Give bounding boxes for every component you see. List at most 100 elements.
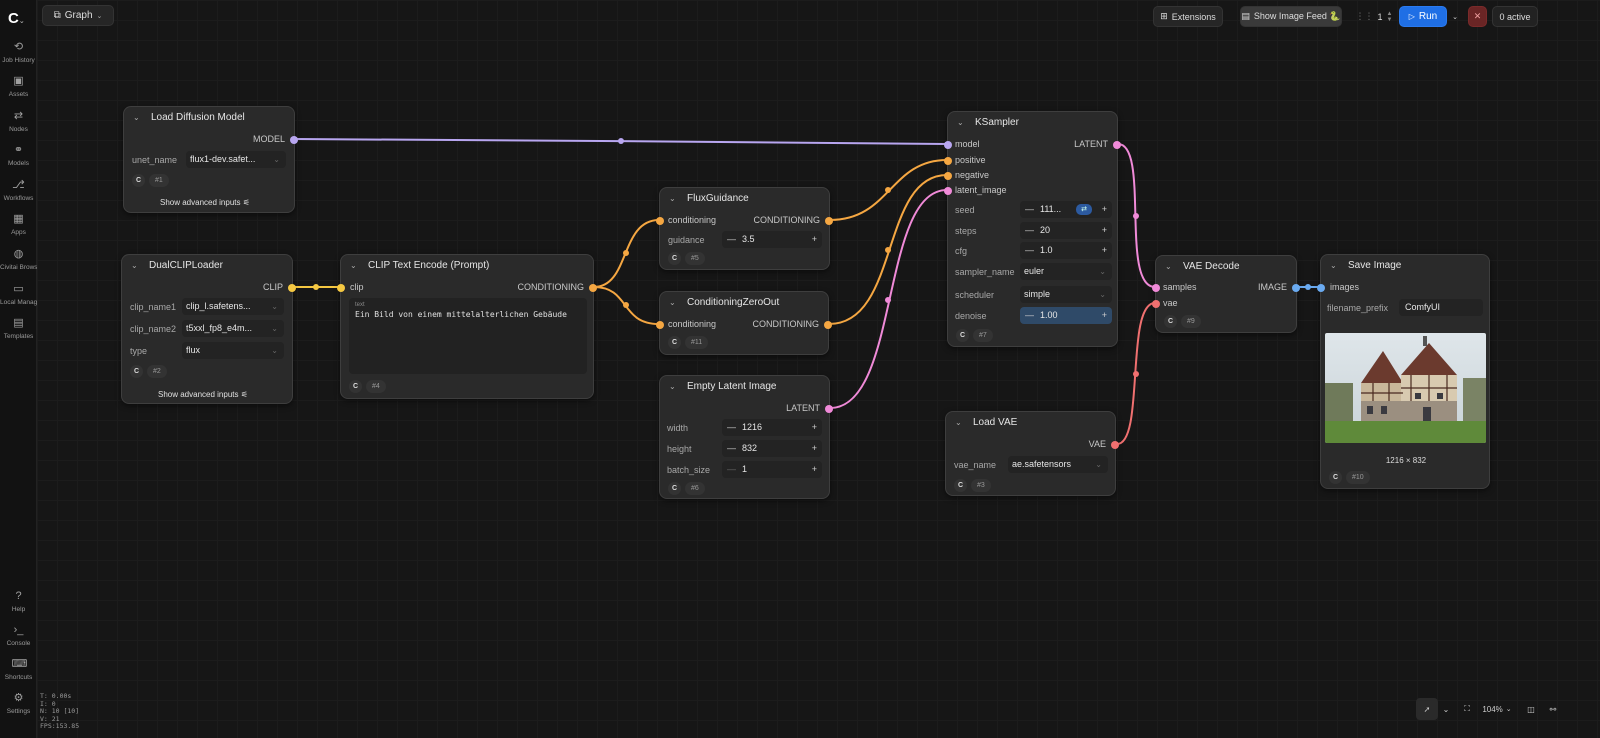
prompt-textarea[interactable]: text Ein Bild von einem mittelalterliche… [349, 298, 587, 374]
node-title[interactable]: ⌄KSampler [948, 112, 1117, 134]
chevron-down-icon[interactable]: ⌄ [350, 261, 357, 270]
minus-icon[interactable]: — [727, 443, 736, 453]
width-number-input[interactable]: —1216+ [722, 419, 822, 436]
sidebar-item-console[interactable]: ›_Console [0, 623, 37, 647]
seed-number-input[interactable]: —111...⇄+ [1020, 201, 1112, 218]
fit-view-button[interactable]: ⛶ [1458, 698, 1476, 720]
node-title[interactable]: ⌄DualCLIPLoader [122, 255, 292, 277]
sidebar-item-job-history[interactable]: ⟲Job History [0, 40, 37, 64]
plus-icon[interactable]: + [1101, 245, 1107, 255]
minus-icon[interactable]: — [1025, 225, 1034, 235]
node-load-vae[interactable]: ⌄Load VAE VAE vae_name ae.safetensors⌄ C… [945, 411, 1119, 496]
node-dualcliploader[interactable]: ⌄DualCLIPLoader CLIP clip_name1 clip_l.s… [121, 254, 296, 404]
node-title[interactable]: ⌄VAE Decode [1156, 256, 1296, 278]
input-positive-socket[interactable] [944, 157, 952, 165]
link-visibility-button[interactable]: ⚯ [1544, 698, 1562, 720]
comfy-logo-icon[interactable]: C⌄ [8, 10, 25, 27]
active-queue-button[interactable]: 0 active [1492, 6, 1538, 27]
clip-name2-select[interactable]: t5xxl_fp8_e4m...⌄ [182, 320, 284, 337]
node-empty-latent-image[interactable]: ⌄Empty Latent Image LATENT width —1216+ … [659, 375, 833, 499]
unet-name-select[interactable]: flux1-dev.safet...⌄ [186, 151, 286, 168]
plus-icon[interactable]: + [1101, 204, 1107, 214]
chevron-down-icon[interactable]: ⌄ [669, 298, 676, 307]
output-conditioning-socket[interactable] [824, 321, 832, 329]
clip-name1-select[interactable]: clip_l.safetens...⌄ [182, 298, 284, 315]
plus-icon[interactable]: + [811, 422, 817, 432]
vae-name-select[interactable]: ae.safetensors⌄ [1008, 456, 1108, 473]
chevron-down-icon[interactable]: ⌄ [133, 113, 140, 122]
input-negative-socket[interactable] [944, 172, 952, 180]
extensions-button[interactable]: ⊞ Extensions [1153, 6, 1223, 27]
node-load-diffusion-model[interactable]: ⌄Load Diffusion Model MODEL unet_name fl… [123, 106, 298, 213]
sidebar-item-shortcuts[interactable]: ⌨Shortcuts [0, 657, 37, 681]
steps-number-input[interactable]: —20+ [1020, 222, 1112, 239]
type-select[interactable]: flux⌄ [182, 342, 284, 359]
chevron-down-icon[interactable]: ⌄ [669, 382, 676, 391]
denoise-slider[interactable]: —1.00+ [1020, 307, 1112, 324]
output-image-socket[interactable] [1292, 284, 1300, 292]
node-save-image[interactable]: ⌄Save Image images filename_prefix Comfy… [1317, 254, 1490, 489]
run-button[interactable]: ▷ Run [1399, 6, 1447, 27]
sidebar-item-templates[interactable]: ▤Templates [0, 316, 37, 340]
chevron-down-icon[interactable]: ⌄ [957, 118, 964, 127]
node-title[interactable]: ⌄Load Diffusion Model [124, 107, 294, 129]
chevron-down-icon[interactable]: ⌄ [131, 261, 138, 270]
sidebar-item-civitai-browser[interactable]: ◍Civitai Browser [0, 247, 37, 271]
sidebar-item-assets[interactable]: ▣Assets [0, 74, 37, 98]
chevron-down-icon[interactable]: ⌄ [1165, 262, 1172, 271]
select-mode-button[interactable]: ➚ [1416, 698, 1438, 720]
output-latent-socket[interactable] [825, 405, 833, 413]
sampler-name-select[interactable]: euler⌄ [1020, 263, 1112, 280]
input-model-socket[interactable] [944, 141, 952, 149]
scheduler-select[interactable]: simple⌄ [1020, 286, 1112, 303]
chevron-down-icon[interactable]: ⌄ [669, 194, 676, 203]
show-advanced-inputs-button[interactable]: Show advanced inputs ⚟ [158, 390, 248, 399]
minus-icon[interactable]: — [1025, 245, 1034, 255]
node-title[interactable]: ⌄ConditioningZeroOut [660, 292, 828, 314]
node-vae-decode[interactable]: ⌄VAE Decode samples IMAGE vae C #9 [1152, 255, 1300, 333]
sidebar-item-settings[interactable]: ⚙Settings [0, 691, 37, 715]
plus-icon[interactable]: + [811, 234, 817, 244]
sidebar-item-help[interactable]: ?Help [0, 589, 37, 613]
chevron-down-icon[interactable]: ⌄ [1330, 261, 1337, 270]
show-image-feed-button[interactable]: ▤ Show Image Feed 🐍 [1240, 6, 1342, 27]
run-options-chevron[interactable]: ⌄ [1448, 6, 1462, 27]
node-title[interactable]: ⌄Empty Latent Image [660, 376, 829, 398]
filename-prefix-input[interactable]: ComfyUI [1399, 299, 1483, 316]
node-ksampler[interactable]: ⌄KSampler model LATENT positive negative… [944, 111, 1121, 347]
node-title[interactable]: ⌄FluxGuidance [660, 188, 829, 210]
minus-icon[interactable]: — [727, 422, 736, 432]
batch-size-number-input[interactable]: —1+ [722, 461, 822, 478]
output-conditioning-socket[interactable] [825, 217, 833, 225]
show-advanced-inputs-button[interactable]: Show advanced inputs ⚟ [160, 198, 250, 207]
minimap-toggle-button[interactable]: ◫ [1522, 698, 1540, 720]
output-vae-socket[interactable] [1111, 441, 1119, 449]
node-title[interactable]: ⌄CLIP Text Encode (Prompt) [341, 255, 593, 277]
plus-icon[interactable]: + [1101, 310, 1107, 320]
minus-icon[interactable]: — [1025, 310, 1034, 320]
stepper-arrows-icon[interactable]: ▲▼ [1386, 10, 1393, 23]
plus-icon[interactable]: + [811, 443, 817, 453]
input-latent-image-socket[interactable] [944, 187, 952, 195]
node-title[interactable]: ⌄Load VAE [946, 412, 1115, 434]
input-images-socket[interactable] [1317, 284, 1325, 292]
input-vae-socket[interactable] [1152, 300, 1160, 308]
node-clip-text-encode[interactable]: ⌄CLIP Text Encode (Prompt) clip CONDITIO… [337, 254, 597, 399]
sidebar-item-local-manager[interactable]: ▭Local Manager [0, 282, 37, 306]
input-samples-socket[interactable] [1152, 284, 1160, 292]
cancel-run-button[interactable]: ✕ [1468, 6, 1487, 27]
graph-menu-button[interactable]: ⧉ Graph ⌄ [42, 5, 114, 26]
output-conditioning-socket[interactable] [589, 284, 597, 292]
minus-icon[interactable]: — [727, 464, 736, 474]
output-latent-socket[interactable] [1113, 141, 1121, 149]
cfg-number-input[interactable]: —1.0+ [1020, 242, 1112, 259]
mode-chevron[interactable]: ⌄ [1440, 698, 1452, 720]
output-model-socket[interactable] [290, 136, 298, 144]
node-title[interactable]: ⌄Save Image [1321, 255, 1489, 277]
sidebar-item-workflows[interactable]: ⎇Workflows [0, 178, 37, 202]
guidance-number-input[interactable]: —3.5+ [722, 231, 822, 248]
input-clip-socket[interactable] [337, 284, 345, 292]
input-conditioning-socket[interactable] [656, 321, 664, 329]
minus-icon[interactable]: — [1025, 204, 1034, 214]
sidebar-item-apps[interactable]: ▦Apps [0, 212, 37, 236]
